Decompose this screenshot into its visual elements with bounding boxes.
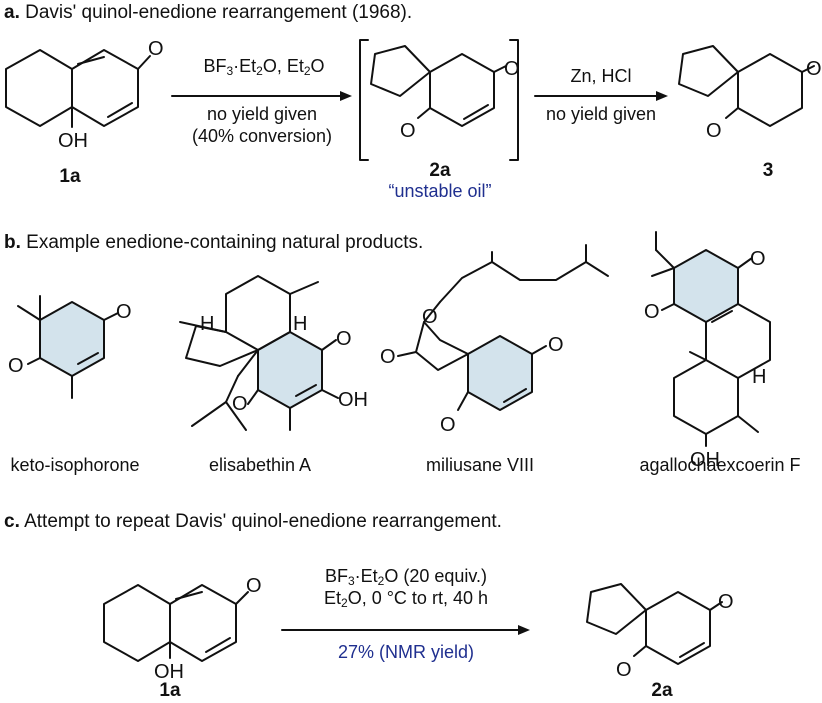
c-reagents-line1: BF3·Et2O (20 equiv.) <box>324 566 488 588</box>
c2a-oxygen-label-2: O <box>616 659 632 681</box>
c1a-oh-label: OH <box>154 661 184 683</box>
note-unstable-oil: “unstable oil” <box>388 181 492 201</box>
label-1a-bottom: 1a <box>159 680 181 701</box>
c1a-oxygen-label: O <box>246 575 262 597</box>
section-c-heading: c. Attempt to repeat Davis' quinol-enedi… <box>4 511 502 533</box>
compound-2a-structure-c: O O <box>586 583 734 681</box>
af-h-label: H <box>752 366 766 388</box>
section-b-heading: b. Example enedione-containing natural p… <box>4 232 423 254</box>
label-2a-bottom: 2a <box>651 680 673 701</box>
a-step1-reagents: BF3·Et2O, Et2O <box>203 56 325 78</box>
section-b-title: Example enedione-containing natural prod… <box>26 232 424 253</box>
bracket-left <box>359 39 369 161</box>
a-step2-conditions: no yield given <box>545 104 657 124</box>
mv-oxygen-lactone: O <box>380 346 396 368</box>
ea-oxygen-1: O <box>336 328 352 350</box>
section-c-title: Attempt to repeat Davis' quinol-enedione… <box>24 511 502 532</box>
label-3: 3 <box>762 160 774 181</box>
af-oxygen-1: O <box>750 248 766 270</box>
ea-h-label-2: H <box>293 313 307 335</box>
miliusane-viii-structure: O O O O <box>380 244 609 436</box>
2a-oxygen-label-1: O <box>504 58 520 80</box>
1a-oxygen-label: O <box>148 38 164 60</box>
ki-oxygen-2: O <box>8 355 24 377</box>
np-name-keto-isophorone: keto-isophorone <box>10 455 140 475</box>
ea-h-label-1: H <box>200 313 214 335</box>
c-reagents-line2: Et2O, 0 °C to rt, 40 h <box>324 588 488 610</box>
mv-oxygen-1: O <box>548 334 564 356</box>
np-name-agallochaexcoerin-f: agallochaexcoerin F <box>639 455 801 475</box>
ea-oxygen-2: O <box>232 393 248 415</box>
section-a-title: Davis' quinol-enedione rearrangement (19… <box>25 2 413 23</box>
a-step1-conditions-2: (40% conversion) <box>191 126 333 146</box>
mv-oxygen-2: O <box>440 414 456 436</box>
section-a-heading: a. Davis' quinol-enedione rearrangement … <box>4 2 412 24</box>
agallochaexcoerin-f-structure: O O H OH <box>644 231 771 471</box>
a-step1-conditions-1: no yield given <box>206 104 318 124</box>
3-oxygen-label-2: O <box>706 120 722 142</box>
ea-oh-label: OH <box>338 389 368 411</box>
a-step2-reagents: Zn, HCl <box>570 66 632 86</box>
section-b-letter: b. <box>4 232 21 253</box>
af-oh-label: OH <box>690 449 720 471</box>
3-oxygen-label-1: O <box>806 58 822 80</box>
keto-isophorone-structure: O O <box>8 295 132 399</box>
ki-oxygen-1: O <box>116 301 132 323</box>
compound-1a-structure-c: O OH <box>103 575 262 683</box>
af-oxygen-2: O <box>644 301 660 323</box>
label-2a-top: 2a <box>429 160 451 181</box>
1a-oh-label: OH <box>58 130 88 152</box>
mv-oxygen-ring: O <box>422 306 438 328</box>
np-name-elisabethin-a: elisabethin A <box>208 455 312 475</box>
elisabethin-a-structure: H H O O OH <box>179 275 368 431</box>
c-yield: 27% (NMR yield) <box>337 642 475 662</box>
np-name-miliusane-viii: miliusane VIII <box>425 455 535 475</box>
compound-1a-structure: O OH <box>5 38 164 152</box>
compound-3-structure: O O <box>678 45 822 142</box>
bracket-right <box>509 39 519 161</box>
section-a-letter: a. <box>4 2 20 23</box>
c2a-oxygen-label-1: O <box>718 591 734 613</box>
label-1a-top: 1a <box>59 166 81 187</box>
compound-2a-structure: O O <box>370 45 520 142</box>
section-c-letter: c. <box>4 511 20 532</box>
2a-oxygen-label-2: O <box>400 120 416 142</box>
